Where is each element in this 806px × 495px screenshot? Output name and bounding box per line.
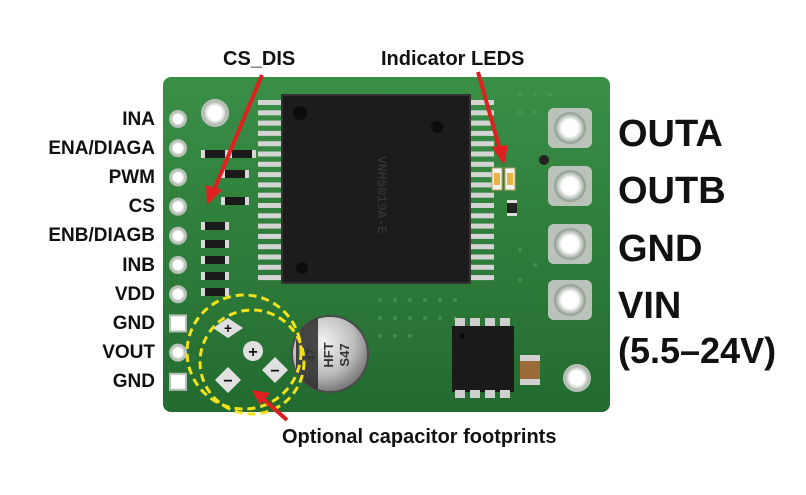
chip-marking: VNH5019A-E [374,156,389,234]
terminal-label-outb: OUTB [618,170,726,212]
header-pin [169,372,187,391]
terminal-pad [548,224,592,264]
header-pin [169,197,187,216]
header-pin [169,139,187,158]
svg-text:47: 47 [304,348,318,362]
pin-label-cs: CS [128,196,155,217]
pin-label-inb: INB [122,255,155,276]
callout-cs-dis: CS_DIS [223,48,296,70]
smd-resistors [205,150,252,296]
svg-text:−: − [223,373,232,390]
electrolytic-capacitor: 47 HFT S47 [291,315,369,393]
capacitor-highlight [185,293,306,416]
terminal-pad [548,166,592,206]
header-pin [169,226,187,245]
regulator-chip [452,318,514,398]
svg-text:S47: S47 [337,343,352,366]
terminal-pad [548,108,592,148]
capacitor-footprints: + + − − [213,318,288,393]
terminal-pad [548,280,592,320]
svg-text:−: − [270,363,279,380]
terminal-label-vin: VIN [618,285,682,327]
pin-label-vout: VOUT [102,342,155,363]
callout-arrows [206,71,508,422]
chip-pin1-dot [293,106,307,120]
pin-label-gnd-2: GND [112,371,155,392]
callout-indicator-leds: Indicator LEDS [381,48,525,70]
header-pin [169,256,187,274]
left-header [169,110,187,391]
power-terminals [548,108,592,320]
header-pin [169,285,187,304]
header-pin [169,343,187,362]
chip-pins [258,100,494,281]
svg-text:+: + [224,320,232,336]
pin-label-enb-diagb: ENB/DIAGB [48,225,155,246]
pin-label-ena-diaga: ENA/DIAGA [48,138,155,159]
smd-capacitor [520,355,540,385]
terminal-label-voltage-range: (5.5–24V) [618,330,777,371]
callout-capacitor-footprints: Optional capacitor footprints [282,426,557,448]
header-pin [169,168,187,187]
svg-text:+: + [248,344,257,361]
pin-label-vdd: VDD [114,284,155,305]
svg-text:HFT: HFT [321,342,336,367]
mounting-hole-br [563,364,591,392]
mounting-hole [201,99,229,127]
pin-label-gnd: GND [112,313,155,334]
header-pin [169,314,187,333]
indicator-leds [491,167,517,216]
header-pin [169,110,187,128]
terminal-label-gnd: GND [618,228,703,270]
pin-label-ina: INA [122,109,155,130]
pin-label-pwm: PWM [108,167,155,188]
terminal-label-outa: OUTA [618,113,723,155]
